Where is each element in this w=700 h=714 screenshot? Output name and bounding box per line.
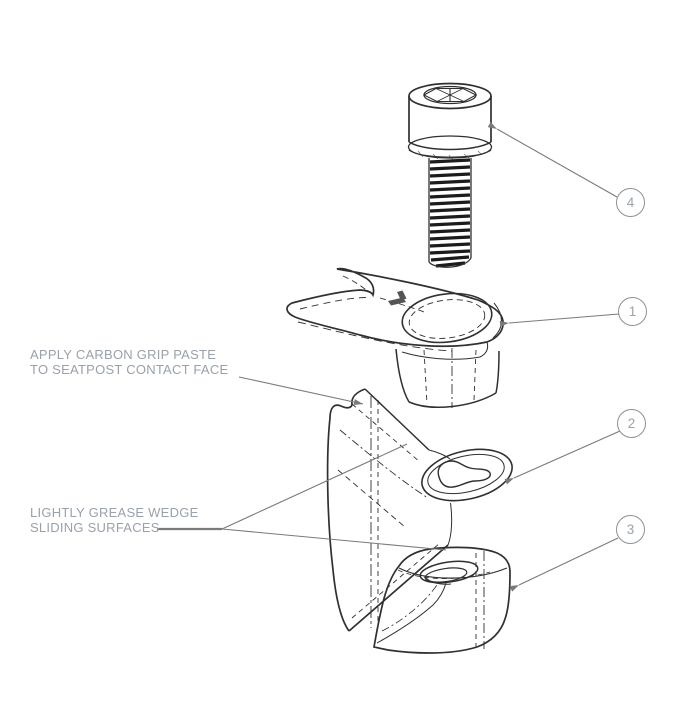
bolt-drawing	[407, 82, 493, 268]
callout-number-4: 4	[626, 195, 635, 210]
logo-mark	[388, 290, 407, 306]
leader-line-grease-note-lower-branch	[221, 528, 447, 551]
leader-line-callout-3	[509, 537, 619, 592]
leader-line-callout-2	[504, 430, 621, 485]
grease-note-line1: LIGHTLY GREASE WEDGE	[30, 505, 199, 520]
grease-note-line2: SLIDING SURFACES	[30, 519, 160, 535]
callout-balloon-2: 2	[617, 409, 646, 438]
leader-line-carbon-paste-note	[238, 376, 364, 406]
leader-lines	[157, 121, 621, 592]
top-clamp-drawing	[286, 267, 504, 408]
callout-balloon-3: 3	[616, 515, 645, 544]
callout-balloon-1: 1	[618, 297, 647, 326]
grease-note: LIGHTLY GREASE WEDGE SLIDING SURFACES	[30, 505, 199, 535]
leader-line-grease-note-upper-branch	[221, 443, 408, 530]
lower-wedge-drawing	[373, 546, 511, 654]
callout-number-2: 2	[627, 416, 636, 431]
carbon-paste-note: APPLY CARBON GRIP PASTE TO SEATPOST CONT…	[30, 347, 229, 377]
carbon-paste-note-line1: APPLY CARBON GRIP PASTE	[30, 347, 217, 362]
callout-number-1: 1	[628, 304, 637, 319]
upper-wedge-drawing	[326, 388, 513, 632]
thread-bands	[429, 158, 471, 268]
leader-line-callout-1	[499, 313, 620, 327]
leader-line-callout-4	[487, 121, 618, 198]
carbon-paste-note-line2: TO SEATPOST CONTACT FACE	[30, 361, 229, 377]
callout-number-3: 3	[626, 522, 635, 537]
callout-balloon-4: 4	[616, 188, 645, 217]
